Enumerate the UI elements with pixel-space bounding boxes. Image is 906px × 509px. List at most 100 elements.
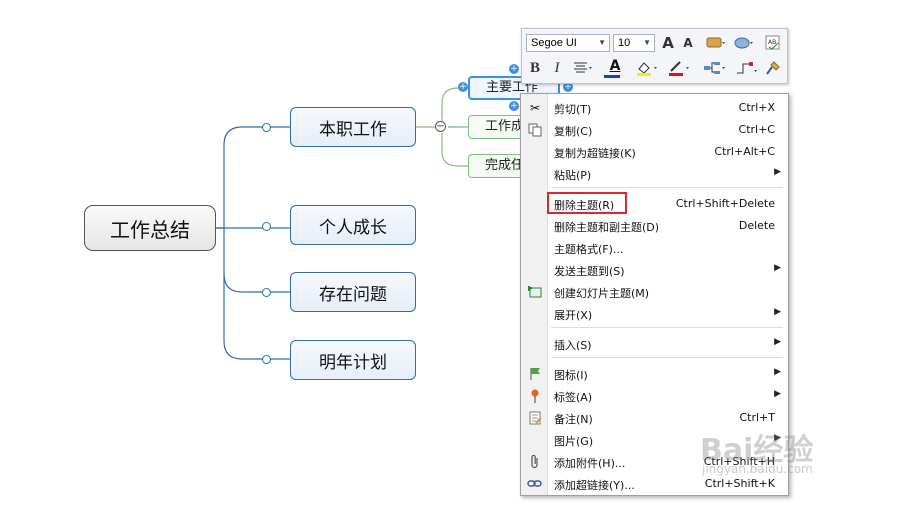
- menu-item-label: 备注(N): [554, 413, 593, 426]
- menu-separator: [551, 357, 783, 358]
- menu-item-labels[interactable]: 标签(A) ▶: [521, 385, 788, 407]
- menu-item-label: 复制为超链接(K): [554, 147, 636, 160]
- connector-dot: [262, 123, 271, 132]
- flag-icon: [527, 366, 543, 382]
- main-topic-label: 明年计划: [319, 352, 387, 373]
- menu-item-shortcut: Ctrl+X: [738, 101, 775, 114]
- layout-icon[interactable]: [702, 59, 728, 77]
- submenu-arrow-icon: ▶: [774, 433, 781, 443]
- submenu-arrow-icon: ▶: [774, 337, 781, 347]
- scissors-icon: ✂: [529, 101, 541, 115]
- collapse-toggle-icon[interactable]: −: [435, 121, 446, 132]
- font-size-select[interactable]: 10 ▼: [613, 34, 655, 52]
- main-topic-label: 本职工作: [319, 119, 387, 140]
- menu-item-shortcut: Delete: [738, 219, 775, 232]
- menu-item-label: 添加附件(H)...: [554, 457, 626, 470]
- add-topic-left-icon[interactable]: +: [458, 82, 468, 92]
- connector-dot: [262, 355, 271, 364]
- add-topic-top-icon[interactable]: +: [509, 64, 519, 74]
- menu-item-label: 剪切(T): [554, 103, 592, 116]
- sub-topic[interactable]: 完成任: [468, 154, 528, 178]
- menu-item-add-hyperlink[interactable]: 添加超链接(Y)... Ctrl+Shift+K: [521, 473, 788, 495]
- svg-text:AB: AB: [768, 39, 776, 46]
- pushpin-icon: [527, 388, 543, 404]
- shrink-font-icon[interactable]: A: [683, 36, 693, 50]
- add-topic-bottom-icon[interactable]: +: [509, 101, 519, 111]
- submenu-arrow-icon: ▶: [774, 167, 781, 177]
- watermark-url: jingyan.baidu.com: [702, 462, 813, 476]
- submenu-arrow-icon: ▶: [774, 367, 781, 377]
- slide-icon: [527, 284, 543, 300]
- copy-icon: [527, 122, 543, 138]
- menu-item-label: 插入(S): [554, 339, 592, 352]
- menu-item-create-slide-topic[interactable]: 创建幻灯片主题(M): [521, 281, 788, 303]
- main-topic-1[interactable]: 本职工作: [290, 107, 416, 147]
- menu-item-label: 展开(X): [554, 309, 593, 322]
- menu-item-label: 复制(C): [554, 125, 593, 138]
- boundary-shape-icon[interactable]: [732, 34, 756, 52]
- add-topic-right-icon[interactable]: +: [563, 82, 573, 92]
- menu-item-send-topic-to[interactable]: 发送主题到(S) ▶: [521, 259, 788, 281]
- topic-shape-icon[interactable]: [704, 34, 728, 52]
- central-topic-label: 工作总结: [110, 217, 190, 242]
- main-topic-2[interactable]: 个人成长: [290, 205, 416, 245]
- paperclip-icon: [527, 454, 543, 470]
- central-topic[interactable]: 工作总结: [84, 205, 216, 251]
- format-toolbar: Segoe UI ▼ 10 ▼ A A AB B I A: [521, 28, 788, 84]
- main-topic-3[interactable]: 存在问题: [290, 272, 416, 312]
- format-painter-icon[interactable]: [764, 59, 782, 77]
- font-color-icon[interactable]: A: [602, 57, 628, 75]
- menu-item-delete-topic-and-subtopics[interactable]: 删除主题和副主题(D) Delete: [521, 215, 788, 237]
- font-name-select[interactable]: Segoe UI ▼: [526, 34, 610, 52]
- submenu-arrow-icon: ▶: [774, 307, 781, 317]
- note-icon: [527, 410, 543, 426]
- menu-item-expand[interactable]: 展开(X) ▶: [521, 303, 788, 325]
- menu-item-label: 主题格式(F)...: [554, 243, 624, 256]
- menu-item-image[interactable]: 图片(G) ▶: [521, 429, 788, 451]
- chevron-down-icon: ▼: [598, 38, 606, 47]
- submenu-arrow-icon: ▶: [774, 263, 781, 273]
- menu-item-delete-topic[interactable]: 删除主题(R) Ctrl+Shift+Delete: [521, 193, 788, 215]
- menu-item-topic-format[interactable]: 主题格式(F)...: [521, 237, 788, 259]
- align-icon[interactable]: [572, 59, 596, 77]
- font-color-swatch: [604, 75, 620, 78]
- menu-separator: [551, 327, 783, 328]
- connector-style-icon[interactable]: [734, 59, 760, 77]
- menu-item-copy-as-hyperlink[interactable]: 复制为超链接(K) Ctrl+Alt+C: [521, 141, 788, 163]
- menu-item-shortcut: Ctrl+Alt+C: [714, 145, 775, 158]
- menu-item-insert[interactable]: 插入(S) ▶: [521, 333, 788, 355]
- font-color-letter: A: [609, 58, 621, 74]
- link-icon: [527, 476, 543, 492]
- context-menu: ✂ 剪切(T) Ctrl+X 复制(C) Ctrl+C 复制为超链接(K) Ct…: [520, 93, 789, 496]
- watermark: Bai经验: [700, 433, 814, 468]
- menu-item-shortcut: Ctrl+Shift+K: [704, 477, 775, 490]
- menu-item-icons[interactable]: 图标(I) ▶: [521, 363, 788, 385]
- sub-topic-label: 工作成: [485, 119, 525, 134]
- menu-item-label: 删除主题和副主题(D): [554, 221, 660, 234]
- menu-item-cut[interactable]: ✂ 剪切(T) Ctrl+X: [521, 97, 788, 119]
- menu-item-copy[interactable]: 复制(C) Ctrl+C: [521, 119, 788, 141]
- italic-button[interactable]: I: [554, 59, 560, 76]
- menu-item-paste[interactable]: 粘贴(P) ▶: [521, 163, 788, 185]
- fill-color-icon[interactable]: [634, 59, 660, 77]
- menu-item-label: 发送主题到(S): [554, 265, 625, 278]
- spell-check-icon[interactable]: AB: [764, 34, 782, 52]
- grow-font-icon[interactable]: A: [662, 34, 674, 52]
- main-topic-label: 个人成长: [319, 217, 387, 238]
- menu-item-shortcut: Ctrl+T: [739, 411, 775, 424]
- submenu-arrow-icon: ▶: [774, 389, 781, 399]
- sub-topic-label: 完成任: [485, 158, 525, 173]
- menu-item-label: 创建幻灯片主题(M): [554, 287, 650, 300]
- highlight-box: [547, 192, 627, 214]
- menu-item-label: 图片(G): [554, 435, 594, 448]
- sub-topic[interactable]: 工作成: [468, 115, 528, 139]
- line-color-icon[interactable]: [666, 59, 692, 77]
- menu-item-notes[interactable]: 备注(N) Ctrl+T: [521, 407, 788, 429]
- chevron-down-icon: ▼: [643, 38, 651, 47]
- main-topic-4[interactable]: 明年计划: [290, 340, 416, 380]
- connector-dot: [262, 222, 271, 231]
- menu-item-add-attachment[interactable]: 添加附件(H)... Ctrl+Shift+H: [521, 451, 788, 473]
- menu-item-shortcut: Ctrl+Shift+Delete: [675, 197, 775, 210]
- connector-dot: [262, 288, 271, 297]
- bold-button[interactable]: B: [529, 59, 540, 76]
